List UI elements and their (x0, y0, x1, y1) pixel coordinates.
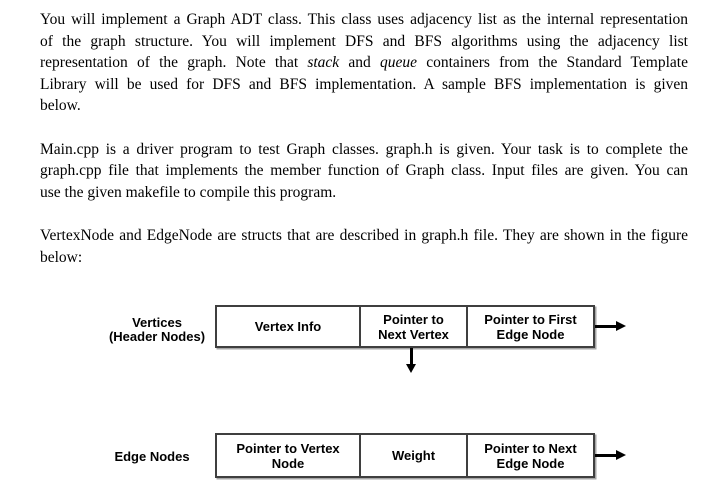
text-line: graph.cpp file that implements the membe… (40, 162, 688, 180)
text-line: below. (40, 97, 81, 115)
arrow-shaft (595, 454, 616, 457)
text-segment: and (339, 54, 380, 72)
arrow-head (616, 321, 626, 331)
edge-label-line1: Edge Nodes (114, 449, 190, 464)
arrow-shaft (410, 348, 413, 364)
italic-term-queue: queue (379, 54, 417, 72)
text-line: of the graph structure. You will impleme… (40, 32, 688, 50)
cell-text: Edge Node (496, 326, 565, 342)
cell-weight: Weight (359, 435, 466, 476)
paragraph-files: Main.cpp is a driver program to test Gra… (40, 139, 688, 204)
cell-text: Weight (391, 448, 436, 463)
vertices-label-line1: Vertices (132, 315, 182, 330)
cell-pointer-next-vertex: Pointer to Next Vertex (359, 307, 466, 346)
cell-text: Pointer to First (484, 311, 577, 327)
text-line: below: (40, 248, 83, 266)
paragraph-structs: VertexNode and EdgeNode are structs that… (40, 225, 688, 268)
vertices-label-line2: (Header Nodes) (108, 329, 206, 344)
vertex-node-box: Vertex Info Pointer to Next Vertex Point… (215, 305, 595, 348)
cell-pointer-next-edge: Pointer to Next Edge Node (466, 435, 593, 476)
cell-text: Pointer to Next (484, 440, 577, 456)
text-line: You will implement a Graph ADT class. Th… (40, 11, 688, 28)
cell-text: Edge Node (496, 455, 565, 471)
cell-text: Pointer to Vertex (236, 440, 340, 456)
cell-text: Next Vertex (378, 326, 449, 342)
text-line: Main.cpp is a driver program to test Gra… (40, 140, 688, 158)
cell-text: Node (271, 455, 305, 471)
arrow-shaft (595, 325, 616, 328)
text-line: Library will be used for DFS and BFS imp… (40, 75, 688, 93)
cell-vertex-info: Vertex Info (217, 307, 359, 346)
vertices-header-label: Vertices (Header Nodes) (95, 316, 219, 344)
arrow-head (406, 364, 416, 373)
text-segment: representation of the graph. Note that (40, 54, 308, 72)
text-line: use the given makefile to compile this p… (40, 183, 337, 201)
edge-node-box: Pointer to Vertex Node Weight Pointer to… (215, 433, 595, 478)
italic-term-stack: stack (307, 54, 340, 72)
cell-text: Vertex Info (254, 319, 322, 334)
cell-text: Pointer to (383, 311, 444, 327)
cell-pointer-vertex-node: Pointer to Vertex Node (217, 435, 359, 476)
edge-nodes-label: Edge Nodes (93, 450, 211, 464)
arrow-head (616, 450, 626, 460)
text-line: representation of the graph. Note that s… (40, 52, 688, 74)
cell-pointer-first-edge: Pointer to First Edge Node (466, 307, 593, 346)
paragraph-intro: You will implement a Graph ADT class. Th… (40, 9, 688, 117)
text-line: VertexNode and EdgeNode are structs that… (40, 226, 688, 244)
text-segment: containers from the Standard Template (417, 54, 688, 72)
body-text: You will implement a Graph ADT class. Th… (40, 9, 688, 268)
